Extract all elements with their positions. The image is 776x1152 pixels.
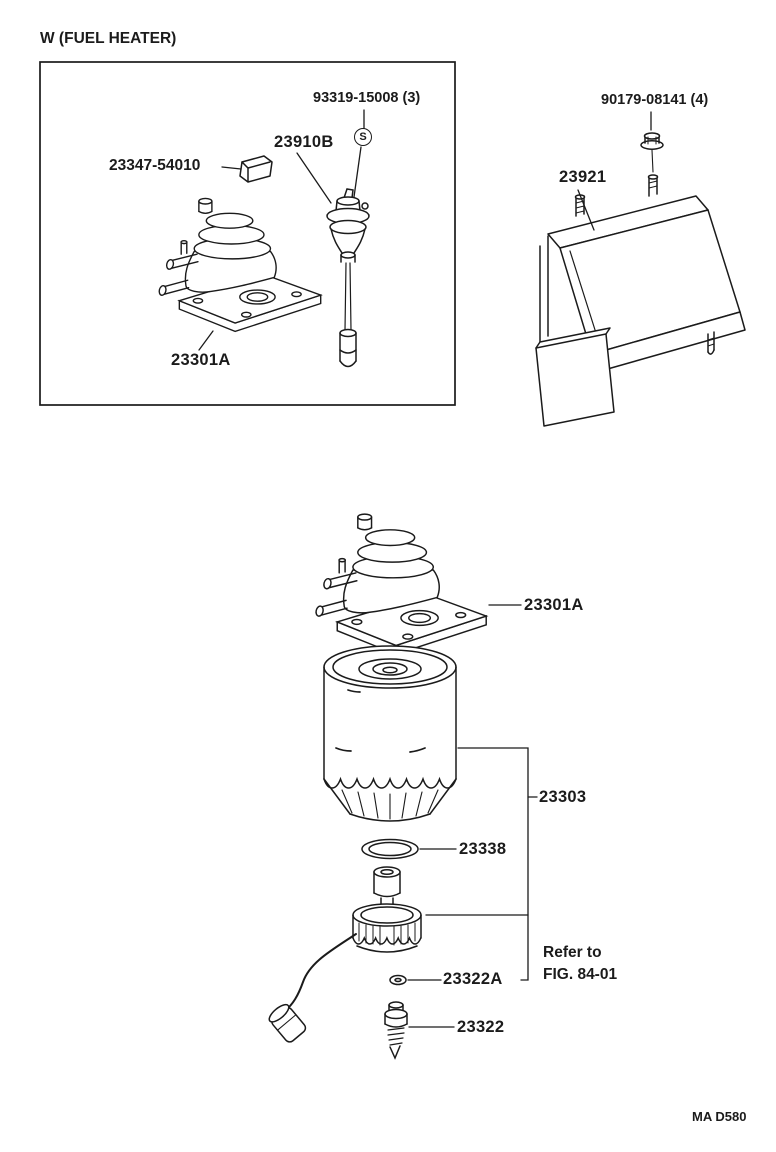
- screw-symbol-icon: S: [354, 128, 372, 146]
- label-23322a: 23322A: [443, 970, 503, 988]
- valve-stem-drawing: [339, 262, 357, 368]
- clip-drawing: [239, 155, 273, 183]
- wire-drawing: [284, 933, 357, 1012]
- page-code: MA D580: [692, 1109, 747, 1124]
- refer-note-line2: FIG. 84‑01: [543, 966, 618, 983]
- fuel-heater-pump-inset-drawing: [157, 197, 322, 333]
- inset-box: [39, 61, 456, 406]
- label-93319-15008: 93319-15008 (3): [313, 90, 421, 106]
- vsv-valve-drawing: [326, 188, 370, 263]
- label-23347-54010: 23347-54010: [109, 157, 201, 174]
- filter-cartridge-drawing: [323, 645, 457, 822]
- refer-note-line1: Refer to: [543, 944, 602, 961]
- label-23301a-inset: 23301A: [171, 351, 231, 369]
- grommet-drawing: [389, 974, 407, 986]
- oring-drawing: [361, 838, 419, 860]
- leader-lines: [198, 109, 652, 1028]
- label-90179-08141: 90179-08141 (4): [601, 92, 709, 108]
- sensor-drawing: [384, 1001, 408, 1060]
- nut-drawing: [640, 132, 664, 173]
- label-23338: 23338: [459, 840, 507, 858]
- fuel-heater-pump-main-drawing: [314, 513, 487, 655]
- label-23322: 23322: [457, 1018, 505, 1036]
- bracket-drawing: [535, 174, 746, 427]
- label-23921: 23921: [559, 168, 607, 186]
- diagram-title: W (FUEL HEATER): [40, 30, 177, 47]
- connector-drawing: [268, 1003, 307, 1043]
- sender-cap-drawing: [352, 866, 422, 953]
- label-23910b: 23910B: [274, 133, 334, 151]
- label-23301a-main: 23301A: [524, 596, 584, 614]
- label-23303: 23303: [539, 788, 587, 806]
